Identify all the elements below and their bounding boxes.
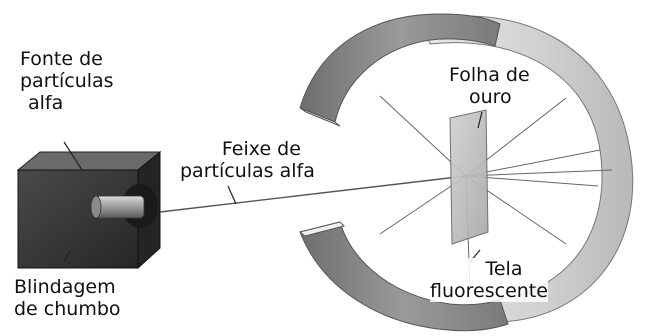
screen-lower-rim xyxy=(298,221,345,237)
label-line: partículas xyxy=(20,70,114,92)
beam-label: Feixe de partículas alfa xyxy=(180,138,315,182)
label-line: Tela xyxy=(485,258,523,280)
screen-lower-segment xyxy=(299,221,509,332)
source-cylinder xyxy=(95,195,145,219)
ray xyxy=(465,175,599,187)
label-line: Blindagem xyxy=(14,276,116,298)
foil-label: Folha de ouro xyxy=(449,64,530,108)
label-line: partículas alfa xyxy=(180,160,315,182)
screen-upper-segment xyxy=(299,13,501,123)
source-cylinder-end xyxy=(90,195,102,219)
foil-pointer xyxy=(477,111,483,129)
label-line: ouro xyxy=(469,86,512,108)
shield-label: Blindagem de chumbo xyxy=(14,276,121,320)
box-front-face xyxy=(17,169,139,269)
gold-foil xyxy=(449,109,489,245)
lead-shield-box xyxy=(16,150,162,270)
label-line: Feixe de xyxy=(221,138,301,160)
alpha-beam-line xyxy=(159,175,467,213)
label-line: Fonte de xyxy=(20,48,103,70)
label-line: fluorescente xyxy=(430,280,548,302)
label-line: Folha de xyxy=(449,64,530,86)
ray xyxy=(465,169,613,177)
shield-pointer xyxy=(63,249,71,263)
ray xyxy=(465,149,601,177)
fluorescent-screen xyxy=(298,13,634,332)
label-line: alfa xyxy=(28,92,64,114)
source-label: Fonte de partículas alfa xyxy=(20,48,114,114)
source-pointer xyxy=(63,141,83,171)
beam-pointer xyxy=(227,185,237,205)
box-top-face xyxy=(16,151,162,171)
screen-label: Tela fluorescente xyxy=(430,258,548,302)
screen-upper-rim xyxy=(299,107,341,127)
label-line: de chumbo xyxy=(14,298,121,320)
